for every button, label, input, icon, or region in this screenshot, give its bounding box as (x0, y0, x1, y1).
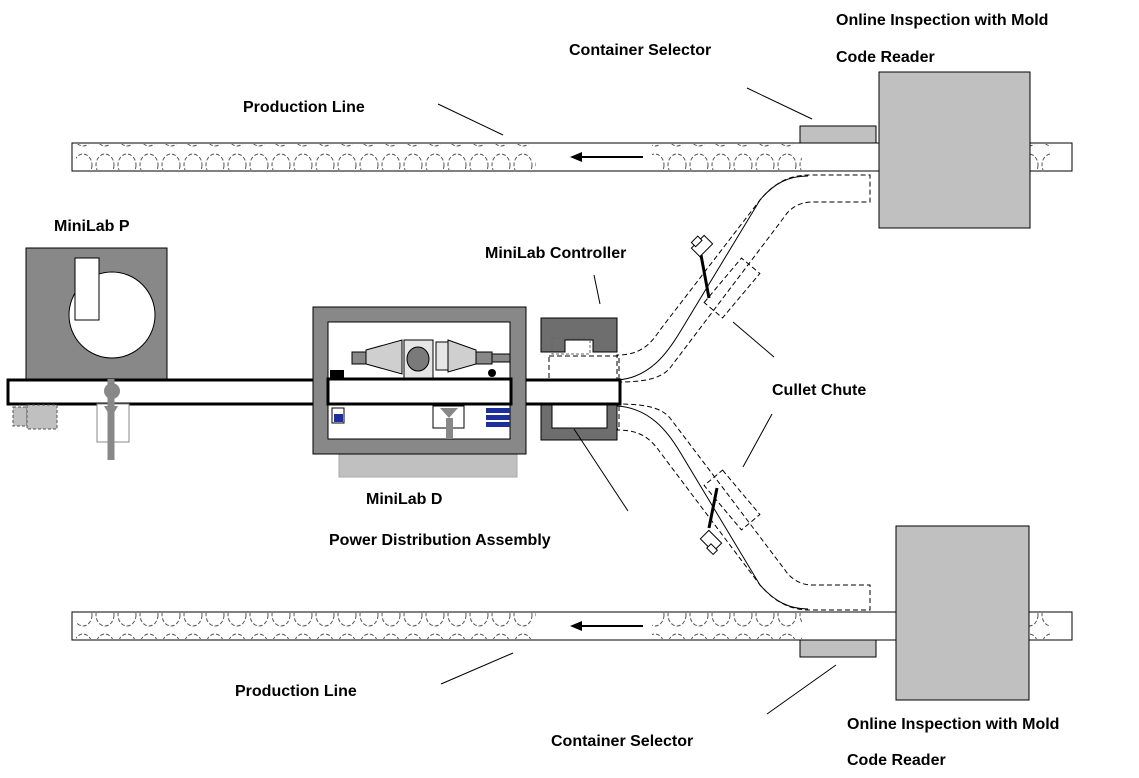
minilab-p-unit (25, 247, 168, 460)
chute-piston-lower (699, 487, 723, 556)
minilab-controller (540, 317, 618, 355)
online-inspection-top (878, 71, 1031, 229)
flow-arrow-bottom (570, 621, 643, 631)
online-inspection-bottom-label-2: Code Reader (847, 752, 946, 769)
leader-lines (437, 87, 837, 715)
minilab-p-sensor (12, 404, 58, 430)
production-line-bottom-label: Production Line (235, 683, 357, 700)
production-line-top-label: Production Line (243, 99, 365, 116)
cullet-chute-lower (616, 403, 871, 611)
power-distribution-assembly (540, 404, 618, 441)
minilab-d-label: MiniLab D (366, 491, 443, 508)
online-inspection-top-label-2: Code Reader (836, 49, 935, 66)
container-selector-top-label: Container Selector (569, 42, 712, 59)
minilab-d-unit (312, 306, 527, 478)
container-selector-top (799, 125, 877, 144)
minilab-input-top (548, 355, 620, 382)
flow-arrow-top (570, 152, 643, 162)
online-inspection-bottom (895, 525, 1030, 701)
cullet-chute-upper-guide (616, 175, 809, 381)
minilab-p-label: MiniLab P (54, 218, 130, 235)
container-selector-bottom-label: Container Selector (551, 733, 694, 750)
cullet-chute-upper (616, 174, 871, 383)
cullet-chute-label: Cullet Chute (772, 382, 867, 399)
online-inspection-bottom-label: Online Inspection with Mold (847, 716, 1060, 733)
minilab-controller-label: MiniLab Controller (485, 245, 627, 262)
chute-piston-upper (690, 234, 714, 299)
cullet-chute-lower-guide (616, 405, 809, 610)
container-selector-bottom (799, 639, 877, 658)
power-distribution-label: Power Distribution Assembly (329, 532, 551, 549)
online-inspection-top-label: Online Inspection with Mold (836, 12, 1049, 29)
